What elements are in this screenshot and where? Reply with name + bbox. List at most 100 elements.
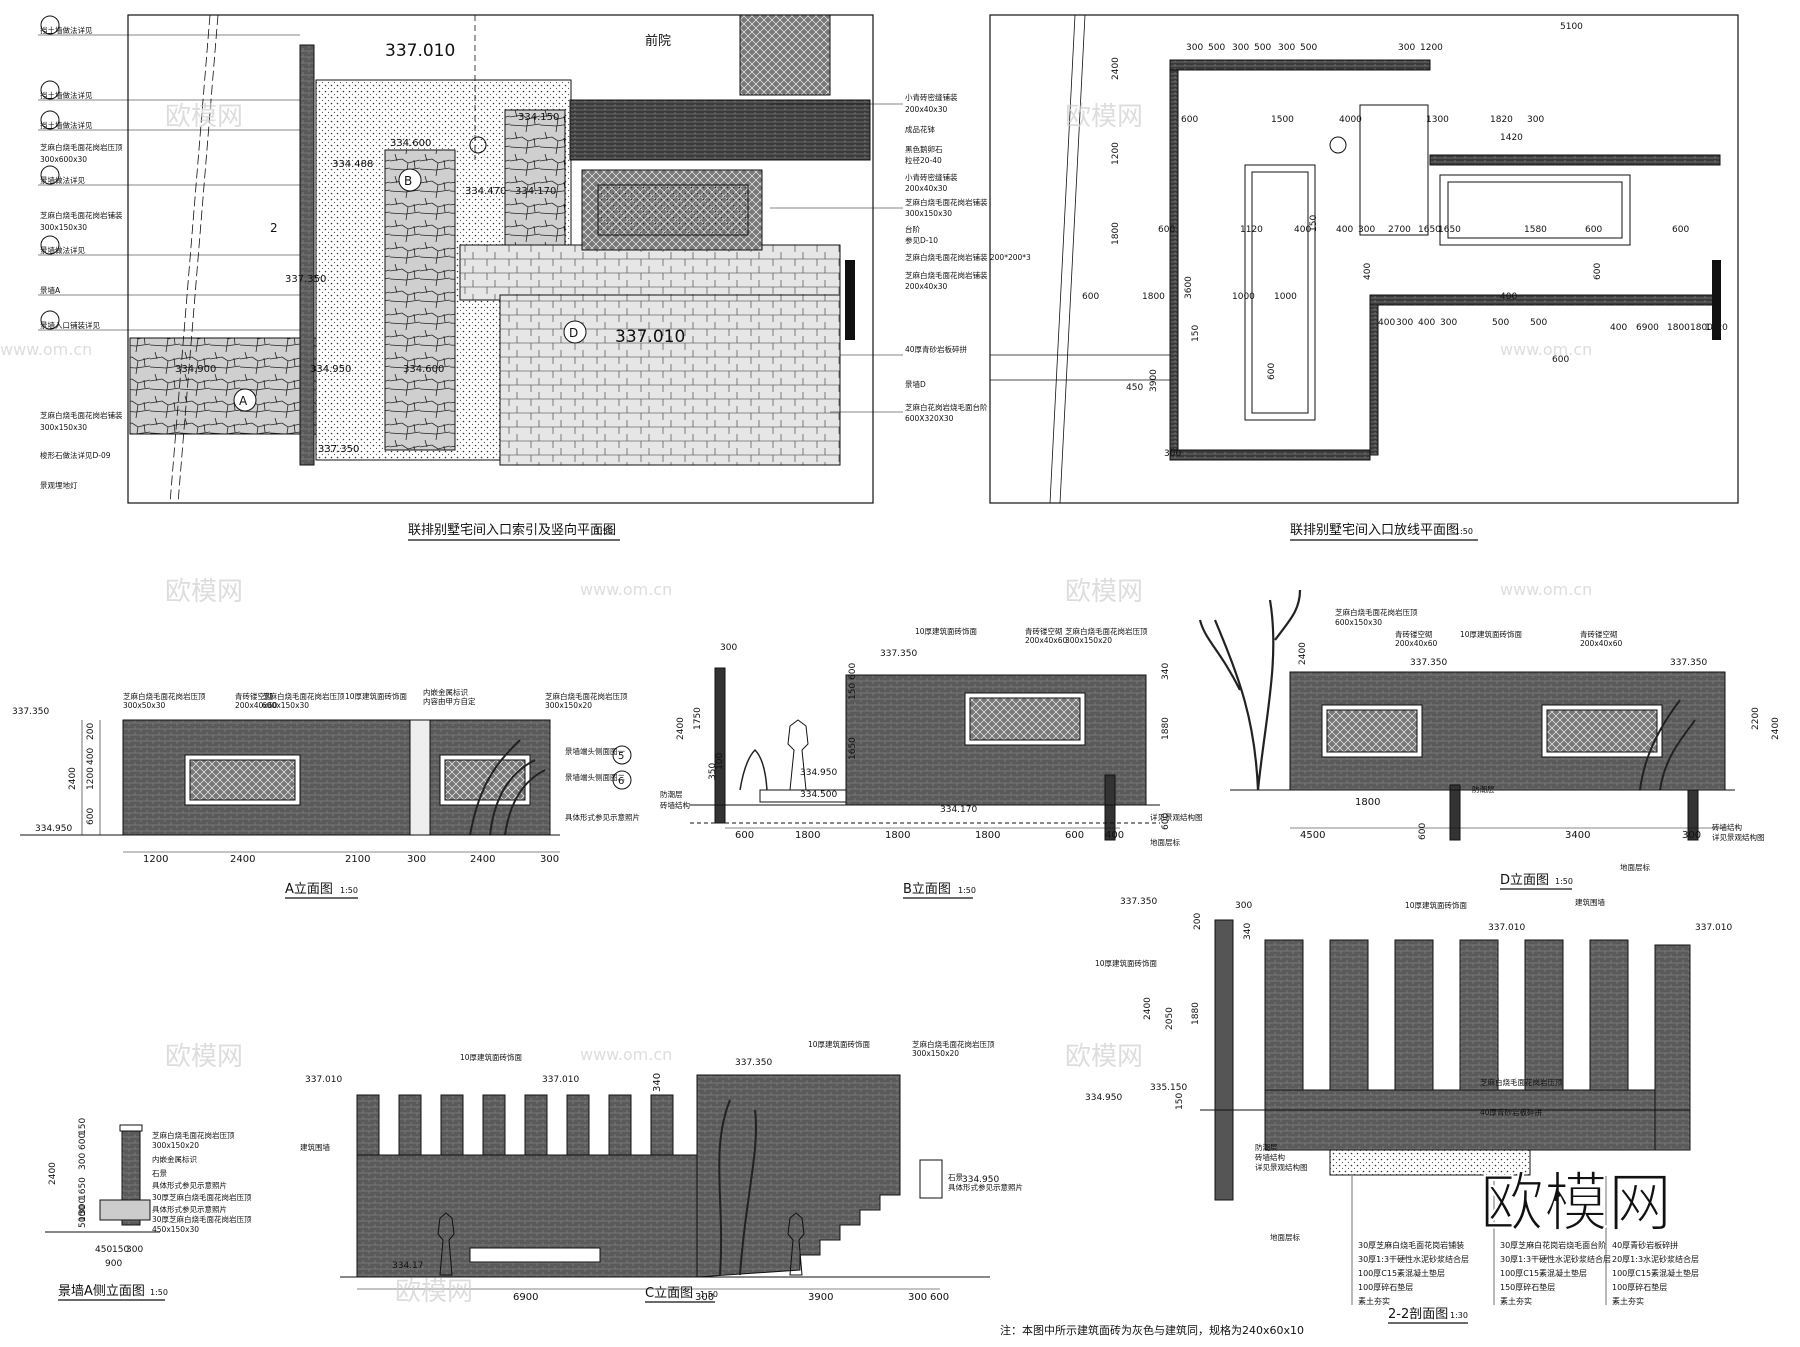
watermarks: 欧模网 欧模网 欧模网 欧模网 欧模网 欧模网 欧模网 www.om.cn ww…	[0, 102, 1592, 1307]
callout-text: 地面层标	[1270, 1232, 1300, 1242]
dimension-label: 2100	[345, 854, 370, 865]
dimension-label: 900	[105, 1259, 122, 1269]
dimension-label: 340	[1161, 663, 1171, 680]
layer-note: 20厚1:3水泥砂浆结合层	[1612, 1254, 1699, 1264]
dimension-label: 1420	[1705, 323, 1728, 333]
callout-text: 200x40x60	[235, 701, 278, 710]
callout-text: 砖墙结构	[1255, 1152, 1285, 1162]
dimension-label: 600	[1161, 813, 1171, 830]
section-2-2: 337.350 337.010 337.010 335.150 334.950 …	[1085, 897, 1732, 1324]
layer-note: 150厚碎石垫层	[1500, 1282, 1555, 1292]
callout-text: 芝麻白烧毛面花岗岩压顶	[1480, 1077, 1563, 1087]
callout-text: 建筑围墙	[300, 1142, 330, 1152]
brick-pier	[1394, 939, 1434, 1091]
svg-text:www.om.cn: www.om.cn	[0, 340, 92, 359]
dimension-label: 2400	[68, 767, 78, 790]
callout-text: 详见景观结构图	[1150, 812, 1203, 822]
brick-pier	[482, 1094, 506, 1156]
dimension-label: 300	[695, 1292, 714, 1303]
level-label: 337.350	[1410, 658, 1447, 668]
dimension-label: 300	[1682, 830, 1701, 841]
dimension-label: 2400	[1111, 57, 1121, 80]
callout-text: 石景	[152, 1169, 167, 1178]
callout-text: 建筑围墙	[1575, 897, 1605, 907]
layer-note: 30厚芝麻白烧毛面花岗岩铺装	[1358, 1240, 1464, 1250]
dimension-label: 3900	[808, 1292, 833, 1303]
svg-text:景墙D: 景墙D	[905, 379, 926, 389]
callout-text: 具体形式参见示意照片	[152, 1204, 227, 1214]
dimension-label: 450	[95, 1245, 112, 1255]
level-label: 334.17	[392, 1261, 424, 1271]
dimension-label: 300	[1527, 115, 1544, 125]
brick-pier	[1264, 939, 1304, 1091]
svg-text:欧模网: 欧模网	[165, 577, 243, 607]
svg-text:www.om.cn: www.om.cn	[1500, 580, 1592, 599]
callout-text: 详见景观结构图	[1712, 832, 1765, 842]
dimension-label: 2050	[1165, 1007, 1175, 1030]
elevation-b-title: B立面图	[903, 882, 951, 897]
right-callouts: 小青砖密缝铺装 200x40x30 成品花钵 黑色鹅卵石 粒径20-40 小青砖…	[770, 92, 1031, 423]
dimension-label: 1420	[1500, 133, 1523, 143]
dimension-label: 500	[1254, 43, 1271, 53]
c-piers	[356, 1094, 674, 1156]
side-scale: 1:50	[150, 1288, 168, 1297]
dimension-label: 150	[1175, 1093, 1185, 1110]
left-callouts: 挡土墙做法详见 挡土墙做法详见 挡土墙做法详见 芝麻白烧毛面花岗岩压顶 300x…	[38, 15, 300, 490]
layer-note: 30厚1:3干硬性水泥砂浆结合层	[1358, 1254, 1469, 1264]
brick-pier	[608, 1094, 632, 1156]
svg-text:景墙做法详见: 景墙做法详见	[40, 175, 85, 185]
dimension-label: 2400	[676, 717, 686, 740]
level-label: 337.350	[318, 444, 359, 455]
callout-text: 内嵌金属标识	[423, 687, 468, 697]
svg-text:D: D	[569, 326, 578, 340]
dimension-label: 600	[86, 808, 96, 825]
level-label: 337.350	[12, 707, 49, 717]
dimension-label: 500	[1492, 318, 1509, 328]
brick-pier	[1459, 939, 1499, 1091]
dimension-label: 300	[720, 643, 737, 653]
dimension-label: 500	[1530, 318, 1547, 328]
callout-text: 内嵌金属标识	[152, 1154, 197, 1164]
dimension-label: 1200	[1420, 43, 1443, 53]
dimension-label: 600	[1065, 830, 1084, 841]
callout-text: 10厚建筑面砖饰面	[1405, 900, 1468, 910]
dimension-label: 5100	[1560, 22, 1583, 32]
callout-text: 300x150x20	[545, 701, 592, 710]
section-callouts: 10厚建筑面砖饰面建筑围墙10厚建筑面砖饰面芝麻白烧毛面花岗岩压顶40厚青砂岩板…	[1095, 897, 1605, 1242]
level-label: 337.350	[1670, 658, 1707, 668]
level-label: 337.010	[615, 327, 685, 347]
dimension-label: 450	[1126, 383, 1143, 393]
svg-text:欧模网: 欧模网	[165, 1042, 243, 1072]
dimension-label: 1820	[1490, 115, 1513, 125]
callout-text: 青砖镂空砌	[1395, 629, 1433, 639]
svg-text:200x40x30: 200x40x30	[905, 282, 948, 291]
svg-text:www.om.cn: www.om.cn	[1500, 340, 1592, 359]
callout-text: 10厚建筑面砖饰面	[1460, 629, 1523, 639]
callout-text: 300x50x30	[123, 701, 166, 710]
dimension-label: 1880	[1161, 717, 1171, 740]
layer-note: 30厚1:3干硬性水泥砂浆结合层	[1500, 1254, 1611, 1264]
dimension-label: 600	[1593, 263, 1603, 280]
svg-text:梭形石做法详见D-09: 梭形石做法详见D-09	[40, 450, 111, 460]
section-title: 2-2剖面图	[1388, 1307, 1448, 1322]
dimension-label: 4500	[1300, 830, 1325, 841]
dimension-label: 600	[78, 1133, 88, 1150]
dimension-label: 340	[652, 1073, 663, 1092]
callout-text: 300x150x20	[912, 1049, 959, 1058]
dimension-label: 350	[708, 763, 718, 780]
layer-note: 素土夯实	[1500, 1296, 1532, 1306]
plan-1-scale: 1:50	[595, 527, 613, 536]
callout-text: 芝麻白烧毛面花岗岩压顶	[545, 691, 628, 701]
level-label: 337.350	[1120, 897, 1157, 907]
dimension-label: 500	[78, 1211, 88, 1228]
svg-text:台阶: 台阶	[905, 224, 920, 234]
dimension-label: 300	[1440, 318, 1457, 328]
layer-note: 100厚C15素混凝土垫层	[1612, 1268, 1699, 1278]
callout-6: 6	[618, 776, 624, 787]
svg-text:300x150x30: 300x150x30	[40, 223, 87, 232]
plan-1-title: 联排别墅宅间入口索引及竖向平面图	[408, 522, 616, 538]
callout-text: 芝麻白烧毛面花岗岩压顶	[1335, 607, 1418, 617]
